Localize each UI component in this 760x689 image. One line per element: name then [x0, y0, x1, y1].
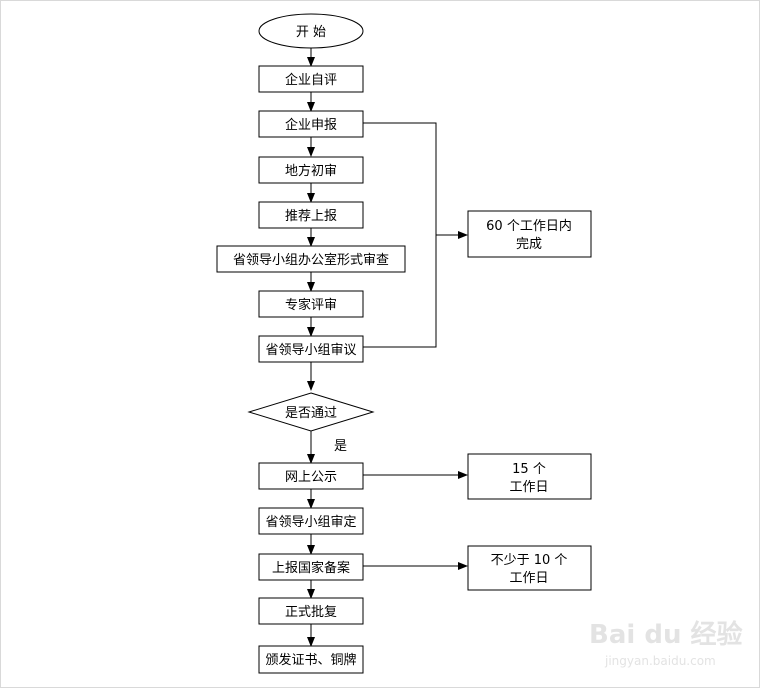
step-group-approval: 省领导小组审定	[265, 515, 356, 530]
step-recommend-submit: 推荐上报	[285, 209, 337, 224]
step-box-11	[258, 597, 364, 625]
step-official-reply: 正式批复	[285, 605, 337, 620]
step-box-2	[258, 110, 364, 138]
watermark-brand: Bai du 经验	[589, 619, 743, 650]
step-box-7	[258, 335, 364, 363]
publicity-line-1: 15 个	[512, 462, 546, 477]
filing-note	[467, 545, 592, 591]
step-self-evaluation: 企业自评	[285, 72, 337, 88]
step-boxes	[216, 65, 406, 674]
decision-diamond	[247, 392, 375, 432]
step-box-4	[258, 201, 364, 229]
filing-line-1: 不少于 10 个	[491, 553, 568, 568]
step-issue-certificate: 颁发证书、铜牌	[265, 652, 356, 668]
step-national-filing: 上报国家备案	[272, 560, 350, 576]
step-expert-review: 专家评审	[285, 297, 337, 313]
filing-line-2: 工作日	[509, 571, 548, 586]
step-local-review: 地方初审	[285, 163, 337, 179]
decision-label: 是否通过	[285, 406, 337, 421]
step-box-8	[258, 462, 364, 490]
step-application: 企业申报	[285, 117, 337, 133]
review-period-note	[467, 210, 592, 258]
step-box-10	[258, 553, 364, 581]
step-box-1	[258, 65, 364, 93]
step-box-5	[216, 245, 406, 273]
step-online-publicity: 网上公示	[285, 470, 337, 485]
publicity-line-2: 工作日	[509, 480, 548, 495]
step-box-12	[258, 645, 364, 674]
baidu-watermark: Bai du 经验 jingyan.baidu.com	[589, 619, 743, 668]
step-box-3	[258, 156, 364, 184]
review-period-line-1: 60 个工作日内	[486, 218, 572, 234]
yes-label: 是	[334, 439, 347, 454]
step-box-9	[258, 507, 364, 535]
step-box-6	[258, 290, 364, 318]
note-boxes	[467, 210, 592, 591]
start-label: 开 始	[296, 25, 326, 40]
step-group-deliberation: 省领导小组审议	[265, 343, 356, 358]
publicity-note	[467, 453, 592, 500]
step-formal-review: 省领导小组办公室形式审查	[233, 252, 389, 268]
watermark-url: jingyan.baidu.com	[604, 654, 716, 668]
review-period-line-2: 完成	[516, 237, 542, 252]
review-period-bracket	[363, 122, 468, 348]
